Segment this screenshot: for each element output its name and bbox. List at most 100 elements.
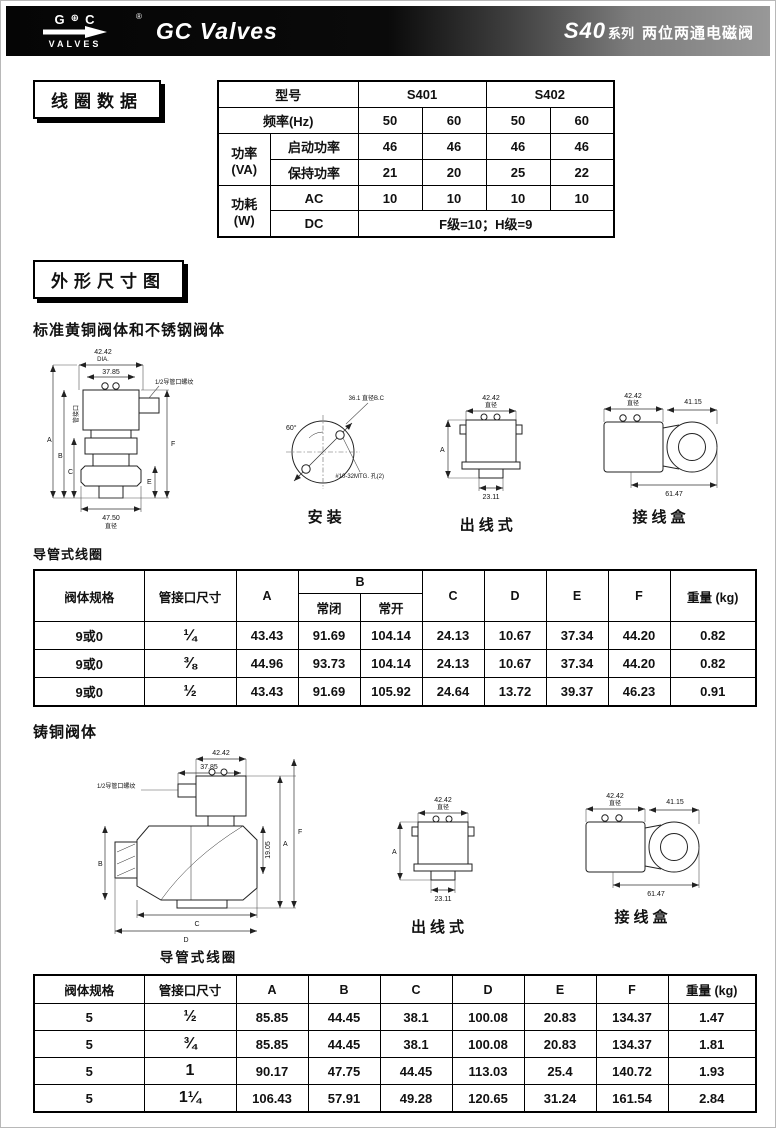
coil-table-wrap: 型号 S401 S402 频率(Hz) 50 60 50 60 [217,80,615,238]
value-cell: 134.37 [595,1030,669,1058]
conduit-coil-label: 导管式线圈 [33,547,104,562]
value-cell: 44.20 [607,649,671,678]
col-c: C [421,569,485,622]
col-b-no: 常开 [359,593,423,622]
value-cell: 22 [549,159,615,186]
value-cell: 120.65 [451,1084,525,1113]
value-cell: 104.14 [359,621,423,650]
table-row: 9或0 ⅜ 44.96 93.73 104.14 24.13 10.67 37.… [33,649,757,678]
bronze-valve-drawing-block: 42.42 37.85 1/2导管口螺纹 [91,748,306,966]
brass-dimension-table: 阀体规格 管接口尺寸 A B C D E F 重量 (kg) 常闭 常开 9或0 [33,569,757,707]
dim-label: DIA. [97,357,109,363]
table-row: DC F级=10；H级=9 [218,210,615,238]
bolt-circle-label: 36.1 直径B.C [348,394,384,402]
value-cell: 60 [549,107,615,134]
value-cell: 46 [357,133,423,160]
dim-label: 37.85 [102,369,120,376]
value-cell: 20.83 [523,1030,597,1058]
brass-drawings-row: 42.42 DIA. 37.85 1/2导管口螺纹 管接口 [33,346,743,536]
table-row: 5 1 90.17 47.75 44.45 113.03 25.4 140.72… [33,1057,757,1085]
dim-label: 42.42 [624,393,642,400]
mount-caption: 安装 [307,509,346,526]
table-row: 5 ¾ 85.85 44.45 38.1 100.08 20.83 134.37… [33,1030,757,1058]
dim-label: 直径 [485,401,497,409]
col-d: D [483,569,547,622]
value-cell: 1 [143,1057,237,1085]
dim-label: 23.11 [483,494,500,501]
brass-leadout-drawing: 42.42 直径 A 23.11 [440,395,523,501]
bronze-conduit-coil-label: 导管式线圈 [159,950,238,965]
value-cell: 85.85 [235,1030,309,1058]
coil-data-table: 型号 S401 S402 频率(Hz) 50 60 50 60 [217,80,615,238]
brass-valve-drawing: 42.42 DIA. 37.85 1/2导管口螺纹 管接口 [47,349,193,530]
col-c: C [379,974,453,1004]
bronze-dimension-table: 阀体规格 管接口尺寸 A B C D E F 重量 (kg) 5 ½ 85.85… [33,974,757,1113]
series-code: S40 [563,18,606,43]
dim-label: 42.42 [483,395,501,402]
value-cell: 46.23 [607,677,671,707]
value-cell: 43.43 [235,677,299,707]
bronze-drawings-row: 42.42 37.85 1/2导管口螺纹 [33,748,743,966]
col-port: 管接口尺寸 [143,974,237,1004]
outline-title-text: 外形尺寸图 [51,272,166,291]
value-cell: 46 [421,133,487,160]
table-row: 5 1¼ 106.43 57.91 49.28 120.65 31.24 161… [33,1084,757,1113]
mounting-holes-label: #10-32MTG. 孔(2) [335,472,384,480]
brass-junction-drawing-block: 42.42 直径 41.15 61.47 接线盒 [591,390,731,527]
value-cell: 46 [549,133,615,160]
hold-label-cell: 保持功率 [269,159,359,186]
dim-label: 42.42 [606,793,624,800]
power-label-unit: (VA) [231,161,258,177]
value-cell: ¼ [143,621,237,650]
dim-label: F [298,829,302,836]
dim-label: 41.15 [684,399,702,406]
value-cell: 10.67 [483,621,547,650]
dim-label: 直径 [436,803,448,811]
value-cell: 31.24 [523,1084,597,1113]
value-cell: 38.1 [379,1003,453,1031]
value-cell: 140.72 [595,1057,669,1085]
gc-valves-logo: G ⊕ C VALVES [14,10,136,52]
value-cell: 24.64 [421,677,485,707]
dim-label: 61.47 [665,491,683,498]
dc-label-cell: DC [269,210,359,238]
dim-label: A [283,841,288,848]
value-cell: 5 [33,1057,145,1085]
value-cell: 38.1 [379,1030,453,1058]
value-cell: 10 [549,185,615,211]
value-cell: ½ [143,677,237,707]
dim-label: 61.47 [647,891,665,898]
logo-arrow-icon [43,26,107,38]
value-cell: 24.13 [421,649,485,678]
dim-label: 19.05 [265,841,272,859]
brand-name: GC Valves [155,17,278,44]
value-cell: 10 [485,185,551,211]
logo-valves-text: VALVES [48,39,102,49]
dim-label: A [47,437,52,444]
value-cell: 10.67 [483,649,547,678]
side-note-label: 管接口 [72,405,80,423]
value-cell: 91.69 [297,677,361,707]
col-d: D [451,974,525,1004]
page-content: 线圈数据 型号 S401 S402 频率(Hz [6,80,770,1113]
table-row: 功率 (VA) 启动功率 46 46 46 46 [217,133,615,186]
value-cell: 1.47 [667,1003,757,1031]
table-header-row: 阀体规格 管接口尺寸 A B C D E F 重量 (kg) [33,569,757,622]
dim-label: 42.42 [94,349,112,356]
series-suffix: 系列 [607,26,634,41]
value-cell: 100.08 [451,1003,525,1031]
col-weight: 重量 (kg) [669,569,757,622]
col-a: A [235,569,299,622]
logo-letter-c: C [85,12,96,27]
page-subtitle: 两位两通电磁阀 [641,25,754,42]
power-label-cell: 功率 (VA) [217,133,271,186]
value-cell: 9或0 [33,677,145,707]
col-f: F [607,569,671,622]
bronze-leadout-drawing: 42.42 直径 A 23.11 [392,797,474,903]
dim-label: D [183,937,188,944]
value-cell: 37.34 [545,621,609,650]
col-b: B [297,569,423,594]
value-cell: 46 [485,133,551,160]
value-cell: 91.69 [297,621,361,650]
